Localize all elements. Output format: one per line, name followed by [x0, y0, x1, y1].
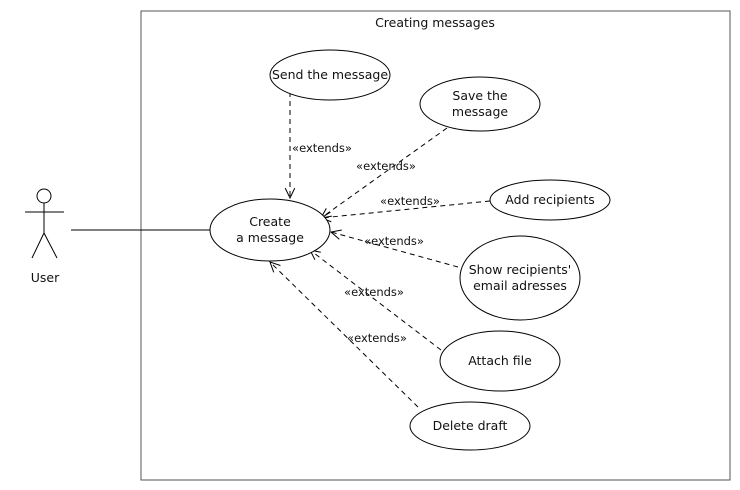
use-case-show[interactable]: Show recipients'email adresses — [459, 235, 581, 321]
use-case-save-label: message — [452, 104, 508, 119]
use-case-delete-ellipse — [409, 401, 531, 451]
extend-show-label: «extends» — [364, 234, 424, 248]
actor-head — [36, 188, 52, 204]
use-case-send[interactable]: Send the message — [269, 49, 391, 101]
actor-left-leg — [31, 232, 45, 259]
extend-send-arrowhead — [284, 187, 296, 200]
system-title: Creating messages — [375, 15, 495, 30]
extend-add-label: «extends» — [380, 194, 440, 208]
use-case-show-label: Show recipients' — [469, 262, 571, 277]
extend-attach-label: «extends» — [344, 285, 404, 299]
use-case-add-ellipse — [489, 179, 611, 221]
extend-send-label: «extends» — [292, 141, 352, 155]
extend-save-label: «extends» — [356, 159, 416, 173]
actor-user[interactable]: User — [25, 188, 64, 285]
extend-attach-line — [309, 249, 442, 351]
use-case-delete-label: Delete draft — [433, 418, 508, 433]
use-case-show-ellipse — [459, 235, 581, 321]
extend-show-line — [330, 231, 459, 268]
use-case-add[interactable]: Add recipients — [489, 179, 611, 221]
extend-delete-label: «extends» — [347, 331, 407, 345]
extend-save-line — [320, 127, 448, 219]
extend-add-line — [320, 200, 491, 219]
actor-right-leg — [43, 232, 58, 259]
use-case-save-label: Save the — [452, 88, 507, 103]
use-case-attach-label: Attach file — [468, 353, 532, 368]
extend-delete-line — [269, 261, 419, 408]
use-case-send-ellipse — [269, 49, 391, 101]
use-case-create-message-label: Create — [249, 214, 291, 229]
use-case-attach[interactable]: Attach file — [439, 330, 561, 392]
use-case-create-message-label: a message — [236, 230, 304, 245]
actor-name: User — [31, 270, 60, 285]
use-case-add-label: Add recipients — [505, 192, 595, 207]
extend-relations: «extends» «extends» «extends» «extends» «ext… — [269, 92, 491, 408]
use-case-send-label: Send the message — [272, 67, 388, 82]
use-case-attach-ellipse — [439, 330, 561, 392]
use-case-create-message-ellipse — [209, 198, 331, 262]
extend-show-arrowhead — [329, 229, 342, 240]
extend-delete-arrowhead — [269, 261, 281, 273]
use-case-save-ellipse — [419, 76, 541, 132]
use-case-delete[interactable]: Delete draft — [409, 401, 531, 451]
use-case-show-label: email adresses — [473, 278, 567, 293]
